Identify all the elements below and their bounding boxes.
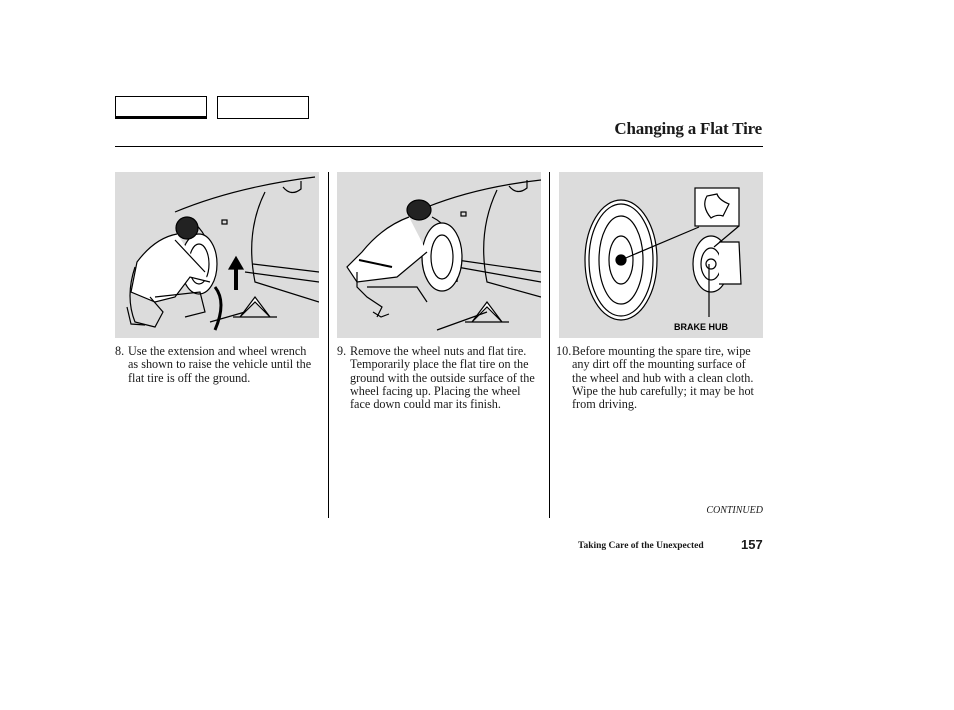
step-text: Remove the wheel nuts and flat tire. Tem…: [350, 344, 535, 412]
page-title: Changing a Flat Tire: [614, 119, 762, 138]
step-text: Use the extension and wheel wrench as sh…: [128, 344, 312, 385]
main-menu-button[interactable]: [115, 96, 207, 119]
illustration-raise-vehicle: [115, 172, 319, 338]
step-8: 8. Use the extension and wheel wrench as…: [115, 344, 319, 385]
column-divider-2: [549, 172, 550, 518]
step-text: Before mounting the spare tire, wipe any…: [572, 344, 754, 412]
column-divider-1: [328, 172, 329, 518]
step-10: 10. Before mounting the spare tire, wipe…: [556, 344, 763, 412]
index-button[interactable]: [217, 96, 309, 119]
brake-hub-callout: BRAKE HUB: [674, 322, 729, 332]
title-rule: [115, 146, 763, 147]
illustration-remove-tire: [337, 172, 541, 338]
step-number: 8.: [115, 344, 125, 358]
step-number: 10.: [556, 344, 572, 358]
step-number: 9.: [337, 344, 347, 358]
section-footer: Taking Care of the Unexpected: [578, 541, 704, 551]
continued-label: CONTINUED: [706, 505, 763, 516]
illustration-wheel-and-hub: BRAKE HUB: [559, 172, 763, 338]
step-9: 9. Remove the wheel nuts and flat tire. …: [337, 344, 541, 412]
page-number: 157: [741, 537, 763, 552]
